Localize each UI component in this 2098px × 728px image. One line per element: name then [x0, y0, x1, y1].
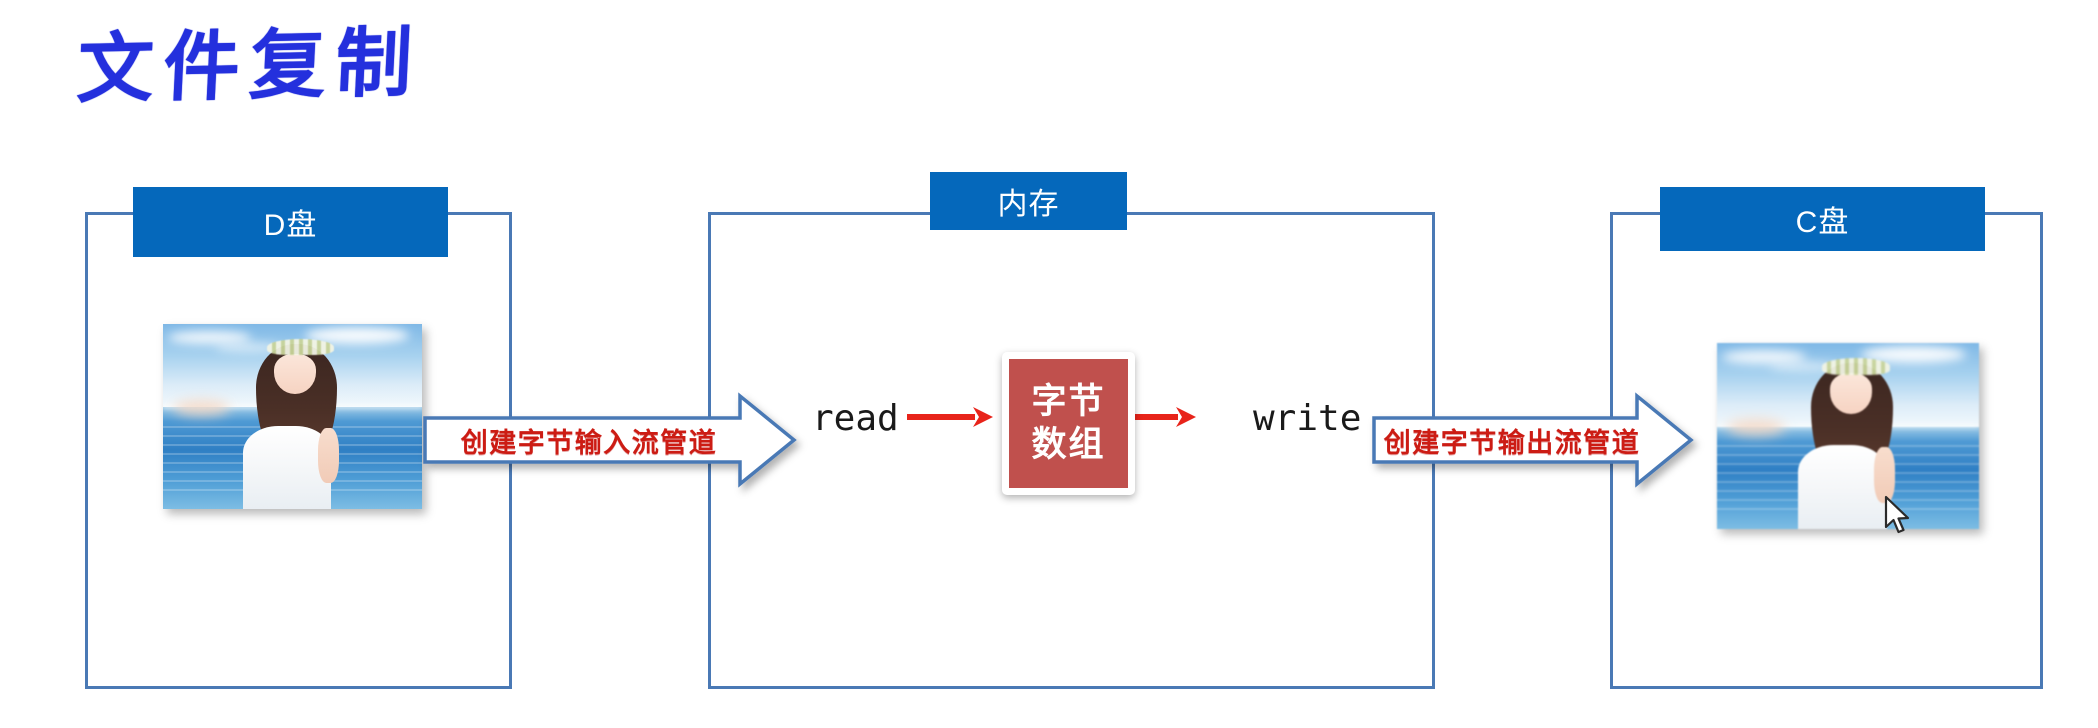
source-photo	[163, 324, 422, 509]
photo-cloud	[305, 326, 410, 344]
read-label: read	[812, 398, 899, 439]
photo-flower-crown	[1821, 357, 1890, 375]
photo-subject-arm	[1874, 447, 1896, 503]
mouse-pointer-icon	[1884, 495, 1914, 537]
read-flow-arrow-icon	[907, 404, 993, 430]
photo-subject-dress	[243, 425, 332, 509]
photo-cloud	[1769, 361, 1838, 372]
panel-banner-c-drive: C盘	[1660, 187, 1985, 251]
byte-array-line-1: 字节	[1031, 381, 1106, 421]
byte-array-box: 字节 数组	[1002, 352, 1135, 495]
panel-banner-d-drive: D盘	[133, 187, 448, 257]
photo-sun-glow	[173, 399, 231, 417]
write-label: write	[1253, 398, 1362, 439]
photo-cloud	[1861, 345, 1966, 363]
photo-sun-glow	[1727, 419, 1786, 436]
photo-subject-arm	[318, 427, 340, 484]
photo-subject-dress	[1798, 445, 1888, 529]
photo-subject-face	[274, 353, 316, 395]
photo-cloud	[214, 342, 283, 353]
photo-subject-face	[1829, 372, 1872, 414]
destination-photo	[1717, 343, 1979, 529]
photo-cloud	[168, 330, 252, 345]
photo-flower-crown	[266, 338, 334, 356]
output-stream-arrow: 创建字节输出流管道	[1372, 392, 1694, 488]
panel-banner-memory: 内存	[930, 172, 1127, 230]
input-stream-arrow: 创建字节输入流管道	[423, 392, 797, 488]
page-title: 文件复制	[75, 17, 425, 114]
photo-cloud	[1722, 349, 1807, 364]
byte-array-line-2: 数组	[1031, 424, 1106, 464]
